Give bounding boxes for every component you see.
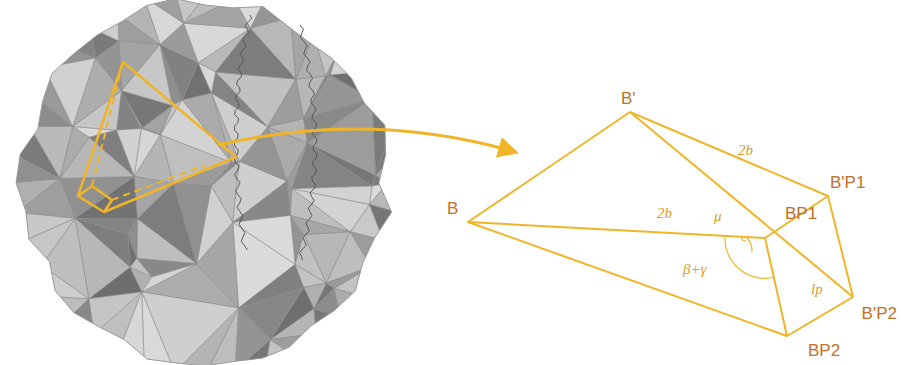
facet [137,219,197,264]
facet [142,292,239,365]
facet [314,35,338,76]
facet [350,232,383,267]
joint-trace [234,15,317,260]
facet [45,58,96,127]
angle-label: β+γ [683,262,707,277]
zoom-arrow [218,129,515,152]
facet [304,75,329,118]
facet [198,63,215,93]
facet [89,292,142,334]
facet [184,23,251,63]
facet [235,308,270,365]
facet [182,93,231,162]
dimension-label: 2b [738,143,753,158]
facet [142,264,197,292]
facet [388,153,401,213]
dimension-label: lp [811,282,823,297]
vertex-label: B' [621,90,636,107]
facet [363,240,384,296]
facet [7,179,60,213]
vertex-label: BP1 [785,205,817,222]
facet [330,73,372,99]
dimension-label: 2b [657,206,672,221]
prism-outline [468,112,853,336]
facet [20,242,47,296]
facet [7,153,60,183]
angle-label: μ [714,209,722,224]
facet [42,265,89,298]
facet [292,186,372,204]
facet [270,309,315,340]
rock-block [7,0,401,365]
facet [359,73,394,123]
vertex-label: BP2 [808,342,840,359]
facet [290,17,313,79]
block-edge [16,0,391,365]
facet [48,296,89,319]
facet [141,128,160,135]
facet [307,99,375,176]
facet [119,41,160,91]
vertex-label: B'P2 [862,305,897,322]
facet [334,288,363,317]
facet [11,68,44,153]
block-outline [78,62,236,212]
facet [142,292,175,365]
facet [197,222,239,307]
facet [144,0,184,23]
vertex-label: B [447,200,458,217]
facet [268,79,304,127]
facet [17,212,75,242]
facet [7,183,21,242]
facet [266,0,338,52]
joint-line [234,15,252,250]
facet [394,122,401,213]
joint-line [299,25,316,260]
vertex-label: B'P1 [830,174,865,191]
facet [67,319,144,365]
facet [326,267,370,289]
facet [118,0,160,45]
